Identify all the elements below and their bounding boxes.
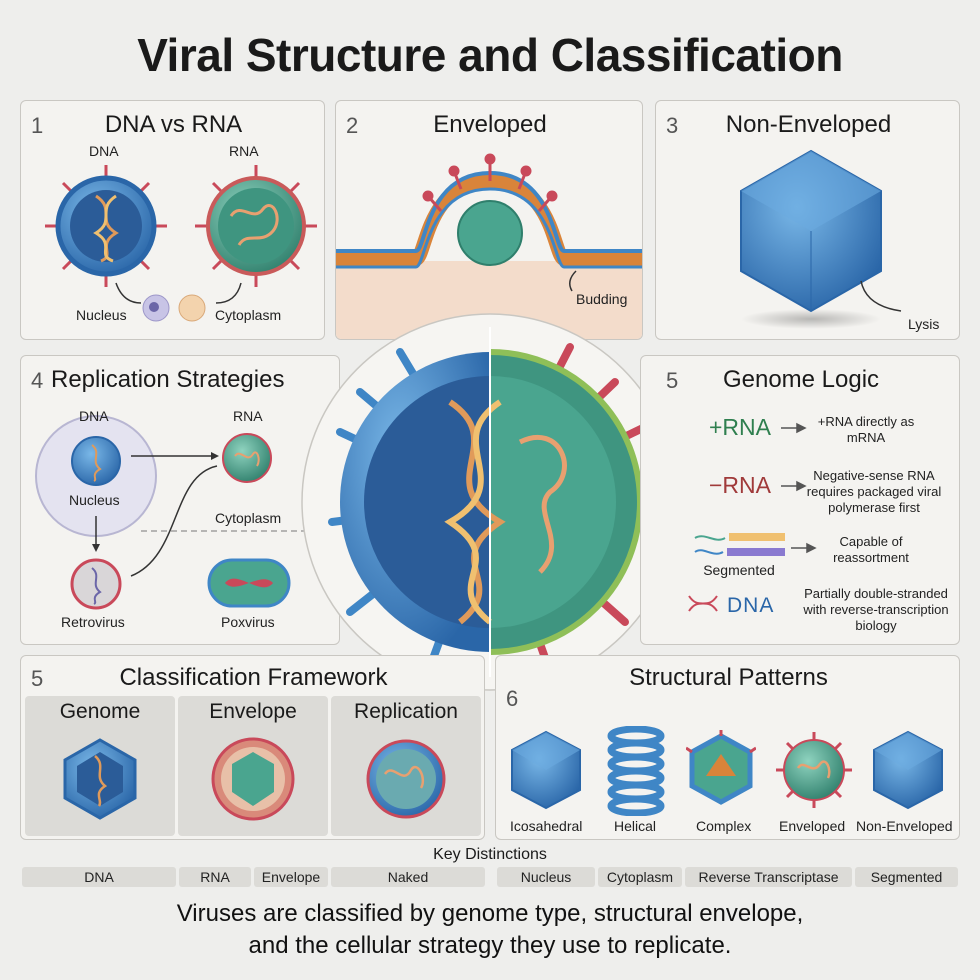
- dna-label: DNA: [89, 143, 119, 159]
- dna-desc: Partially double-stranded with reverse-t…: [803, 586, 949, 633]
- poxvirus-icon: [207, 558, 291, 608]
- dna-key: DNA: [727, 594, 775, 617]
- poxvirus-label: Poxvirus: [221, 614, 275, 630]
- footer-line-2: and the cellular strategy they use to re…: [248, 932, 732, 959]
- envelope-virus-icon: [211, 737, 295, 821]
- panel-title: Replication Strategies: [51, 366, 285, 393]
- arrows-icon: [115, 282, 242, 304]
- segmented-genome-icon: [694, 533, 785, 556]
- panel-classification-framework: 5 Classification Framework Genome Envelo…: [20, 655, 485, 840]
- enveloped-icon: [776, 732, 852, 808]
- budding-diagram-icon: [336, 153, 642, 339]
- panel-replication-strategies: 4 Replication Strategies DNA Nucleus RNA…: [20, 355, 340, 645]
- genome-arrows-icon: [688, 422, 817, 612]
- panel-title: Genome Logic: [722, 366, 880, 393]
- cytoplasm-label: Cytoplasm: [215, 307, 282, 323]
- panel-enveloped: 2 Enveloped Budding: [335, 100, 643, 340]
- envelope-card: Envelope: [178, 696, 328, 836]
- replication-card-title: Replication: [354, 700, 458, 723]
- panel-number: 5: [31, 666, 44, 691]
- segmented-desc: Capable of reassortment: [833, 534, 909, 565]
- lysis-label: Lysis: [908, 316, 940, 332]
- main-title: Viral Structure and Classification: [137, 29, 843, 81]
- minus-rna-desc: Negative-sense RNA requires packaged vir…: [806, 468, 942, 515]
- key-pill-segmented: Segmented: [855, 867, 958, 887]
- replication-card: Replication: [331, 696, 481, 836]
- genome-virus-icon: [63, 738, 137, 820]
- key-pill-nucleus: Nucleus: [497, 867, 595, 887]
- plus-rna-key: +RNA: [709, 414, 771, 440]
- rna-label: RNA: [233, 408, 263, 424]
- cytoplasm-icon: [178, 294, 206, 322]
- central-virus-illustration-icon: [301, 313, 679, 691]
- panel-number: 2: [346, 113, 359, 138]
- footer-summary: Viruses are classified by genome type, s…: [0, 898, 980, 962]
- panel-title: DNA vs RNA: [104, 111, 243, 138]
- panel-dna-vs-rna: 1 DNA vs RNA DNA RNA Nucleus Cytoplasm: [20, 100, 325, 340]
- genome-card-title: Genome: [59, 700, 141, 723]
- key-pill-dna: DNA: [22, 867, 176, 887]
- dna-virus-small-icon: [71, 436, 121, 486]
- segmented-key: Segmented: [703, 562, 775, 578]
- key-pill-envelope: Envelope: [254, 867, 328, 887]
- panel-number: 1: [31, 113, 44, 138]
- panel-non-enveloped: 3 Non-Enveloped Lysis: [655, 100, 960, 340]
- retrovirus-label: Retrovirus: [61, 614, 125, 630]
- footer-line-1: Viruses are classified by genome type, s…: [176, 900, 804, 927]
- rna-virus-small-icon: [222, 433, 272, 483]
- dna-label: DNA: [79, 408, 109, 424]
- panel-number: 5: [666, 368, 679, 393]
- rna-label: RNA: [229, 143, 259, 159]
- key-pill-reverse-transcriptase: Reverse Transcriptase: [685, 867, 852, 887]
- key-distinctions-title: Key Distinctions: [433, 846, 547, 863]
- panel-number: 6: [506, 686, 519, 711]
- panel-title: Structural Patterns: [629, 664, 828, 691]
- nucleus-icon: [142, 294, 170, 322]
- arrow-icon: [860, 280, 902, 312]
- genome-card: Genome: [25, 696, 175, 836]
- nucleus-label: Nucleus: [69, 492, 120, 508]
- icosahedral-label: Icosahedral: [510, 818, 583, 834]
- dna-virus-icon: [45, 165, 167, 287]
- key-pill-cytoplasm: Cytoplasm: [598, 867, 682, 887]
- pathway-arrows-icon: [92, 452, 321, 577]
- replication-virus-icon: [366, 739, 446, 819]
- panel-title: Classification Framework: [119, 664, 388, 691]
- rna-virus-icon: [195, 165, 317, 287]
- envelope-card-title: Envelope: [209, 700, 297, 723]
- nucleus-label: Nucleus: [76, 307, 127, 323]
- non-enveloped-label: Non-Enveloped: [856, 818, 953, 834]
- complex-icon: [686, 730, 756, 805]
- panel-genome-logic: 5 Genome Logic +RNA +RNA directly as mRN…: [640, 355, 960, 645]
- minus-rna-key: −RNA: [709, 472, 771, 498]
- icosahedral-capsid-icon: [740, 149, 882, 329]
- retrovirus-icon: [70, 558, 122, 610]
- complex-label: Complex: [696, 818, 752, 834]
- key-pill-naked: Naked: [331, 867, 485, 887]
- panel-title: Enveloped: [433, 111, 547, 138]
- budding-label: Budding: [576, 291, 628, 307]
- helical-label: Helical: [614, 818, 657, 834]
- non-enveloped-icon: [873, 730, 943, 810]
- panel-title: Non-Enveloped: [725, 111, 892, 138]
- plus-rna-desc: +RNA directly as mRNA: [817, 414, 915, 445]
- icosahedral-icon: [511, 730, 581, 810]
- enveloped-label: Enveloped: [779, 818, 846, 834]
- helical-icon: [607, 726, 665, 816]
- panel-number: 4: [31, 368, 44, 393]
- cytoplasm-label: Cytoplasm: [215, 510, 282, 526]
- key-pill-rna: RNA: [179, 867, 251, 887]
- panel-number: 3: [666, 113, 679, 138]
- panel-structural-patterns: 6 Structural Patterns Icosahedral Helica…: [495, 655, 960, 840]
